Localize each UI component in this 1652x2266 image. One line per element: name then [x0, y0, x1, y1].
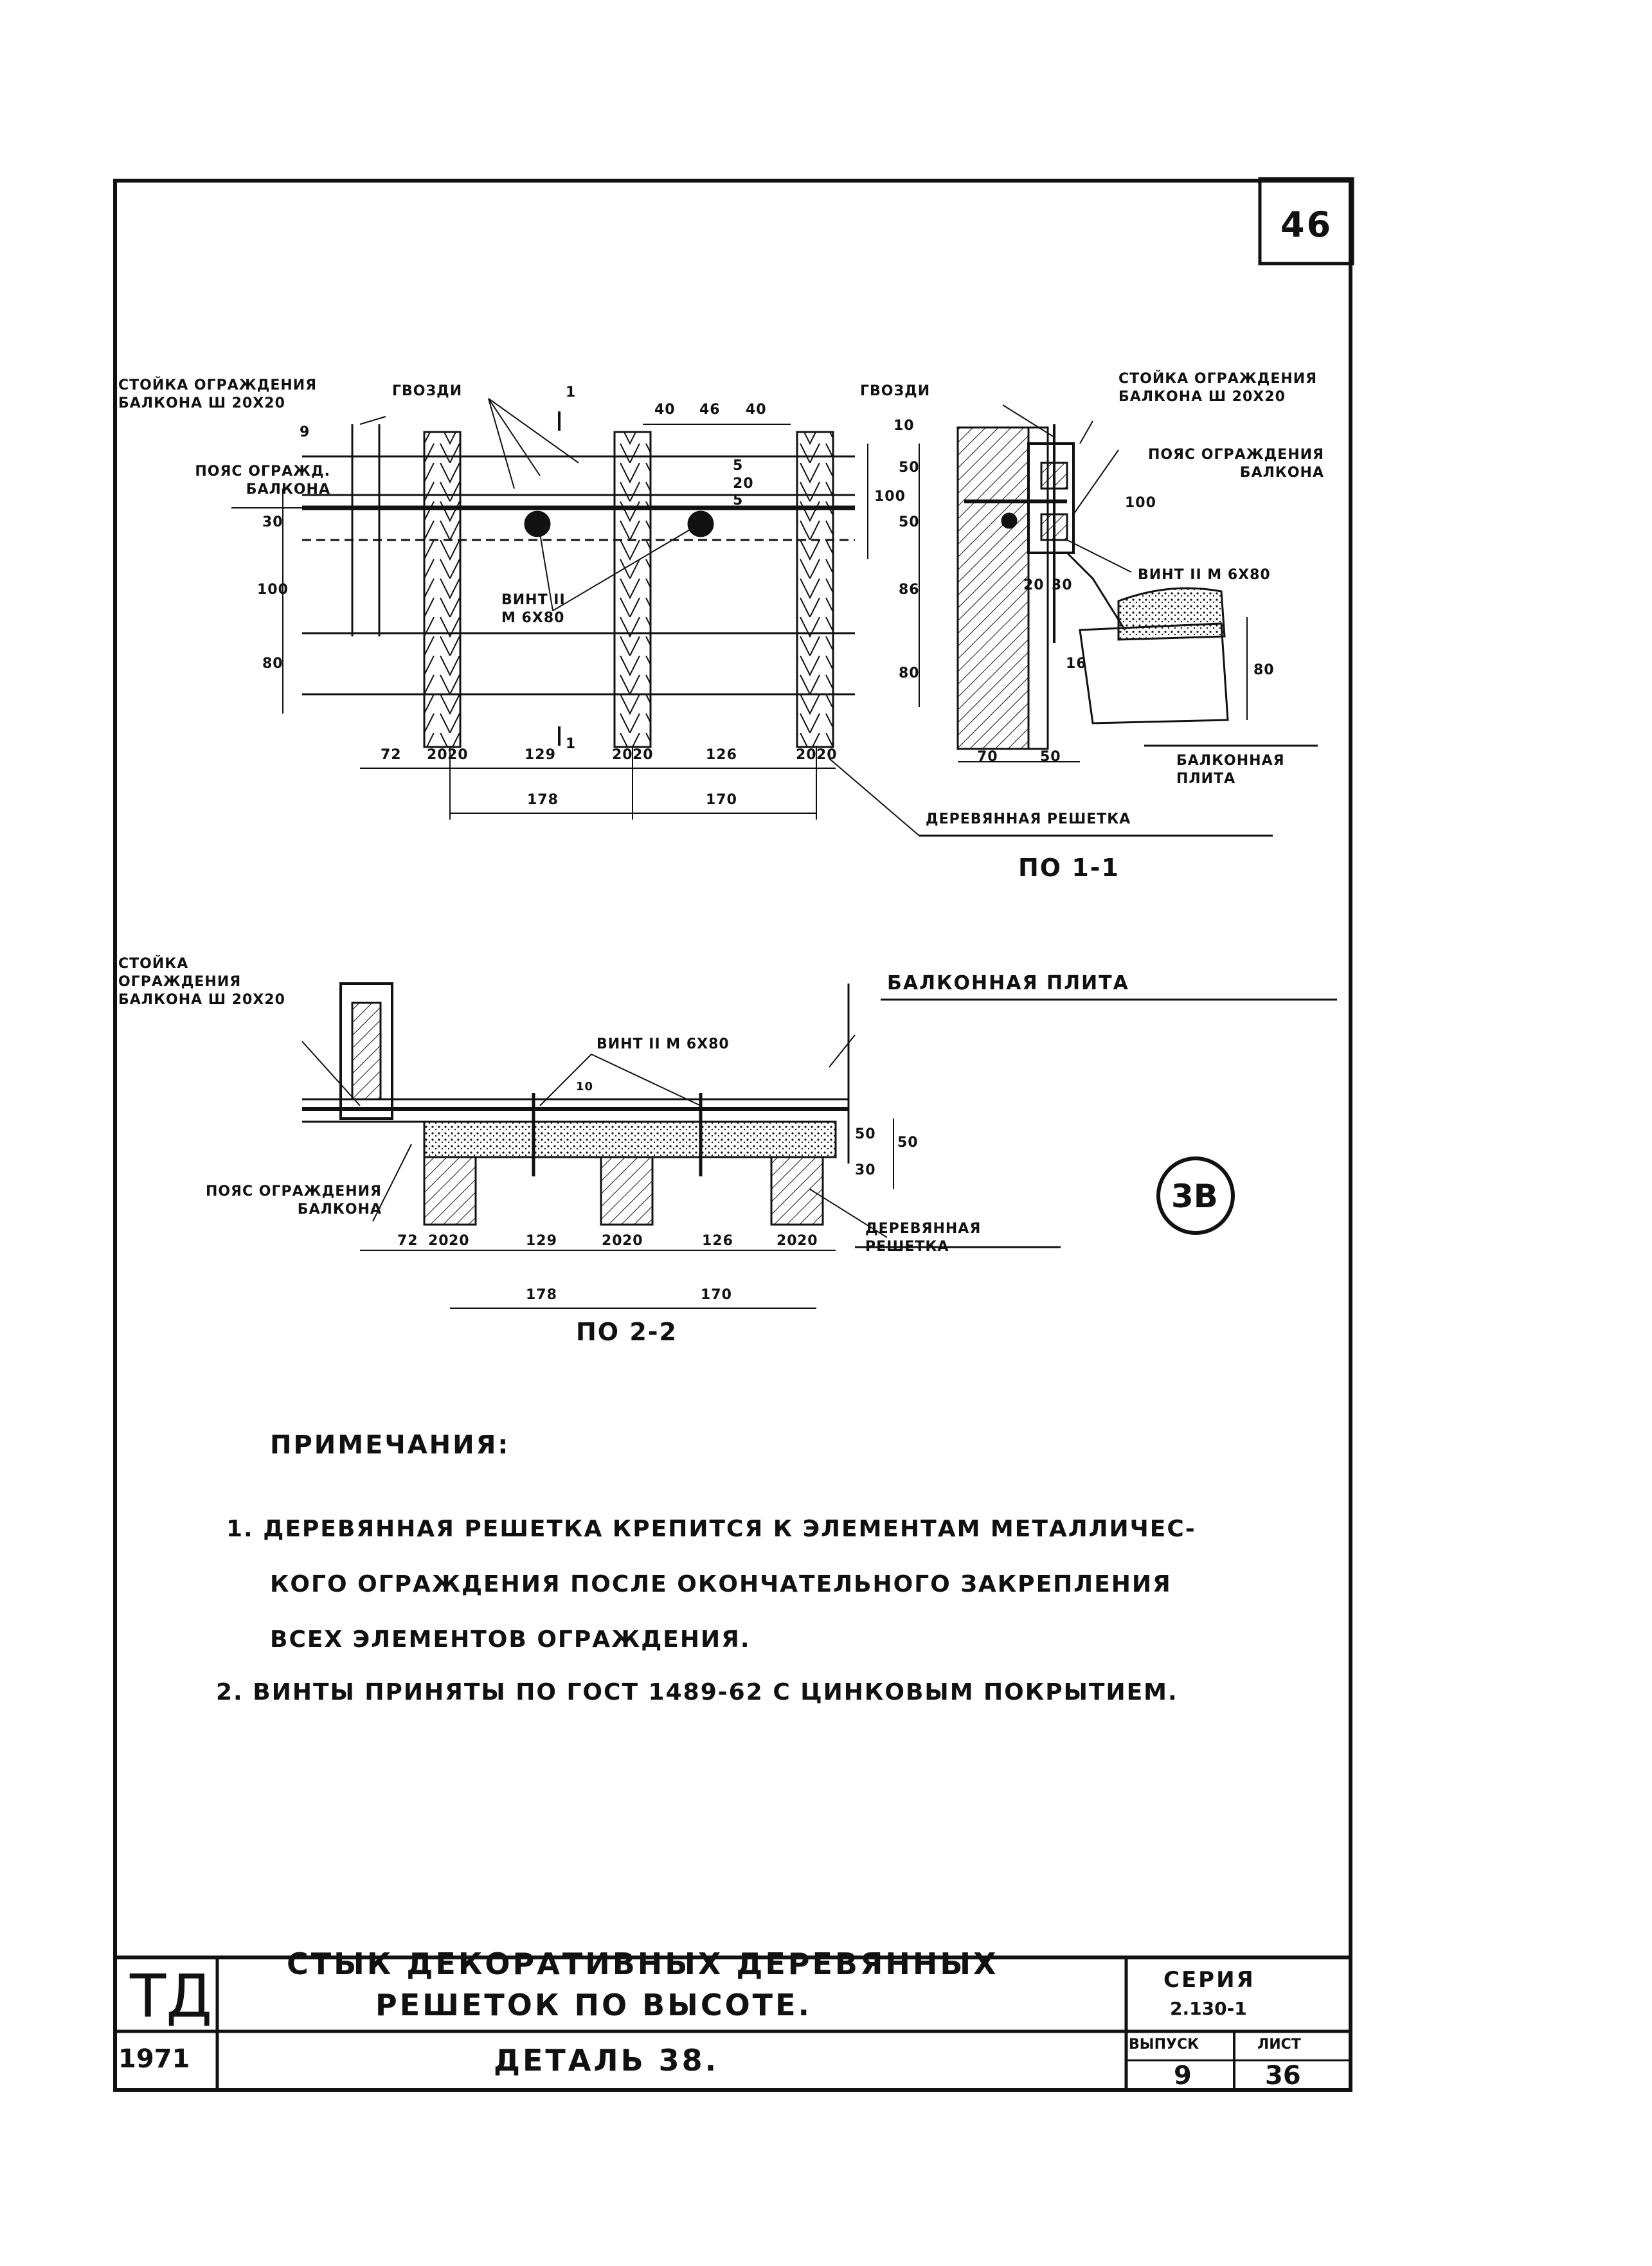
dim-right-view-80: 80: [1253, 662, 1275, 678]
corner-number-box: [1258, 177, 1354, 265]
dim-inner-20: 20: [1023, 577, 1045, 593]
dim-lower-170: 170: [701, 1287, 732, 1303]
dim-lower-20c: 20: [602, 1233, 623, 1249]
sheet-value: 36: [1265, 2061, 1301, 2091]
dim-bottom-72: 72: [381, 747, 402, 763]
note-1-line-3: ВСЕХ ЭЛЕМЕНТОВ ОГРАЖДЕНИЯ.: [270, 1626, 751, 1653]
label-railing-belt-lower: ПОЯС ОГРАЖДЕНИЯ БАЛКОНА: [205, 1183, 382, 1218]
label-balcony-post: СТОЙКА ОГРАЖДЕНИЯ БАЛКОНА ш 20х20: [118, 377, 318, 411]
drawing-frame: [113, 179, 1352, 2092]
dim-bottom-20d: 20: [633, 747, 654, 763]
detail-name: ДЕТАЛЬ 38.: [494, 2043, 719, 2078]
dim-lower-20f: 20: [797, 1233, 818, 1249]
dim-bottom-170: 170: [706, 792, 737, 808]
upper-right-section: [829, 404, 1318, 837]
dim-bottom-20c: 20: [612, 747, 633, 763]
series-value: 2.130-1: [1170, 1998, 1247, 2019]
series-label: СЕРИЯ: [1163, 1967, 1255, 1993]
label-wooden-grid-lower: ДЕРЕВЯННАЯ РЕШЕТКА: [865, 1221, 982, 1255]
label-nails-right: ГВОЗДИ: [860, 383, 931, 399]
dim-right-2: 20: [733, 476, 754, 492]
title-block: [113, 1956, 1352, 2092]
dim-lower-20b: 20: [449, 1233, 470, 1249]
dim-right-view-100: 100: [1125, 495, 1156, 511]
org-mark: ТД: [130, 1962, 213, 2031]
dim-right-view-3: 86: [899, 582, 920, 598]
dim-lower-right-2: 50: [897, 1135, 919, 1151]
caption-section-1-1: ПО 1-1: [1018, 854, 1120, 882]
dim-lower-20d: 20: [622, 1233, 643, 1249]
label-balcony-post-right: СТОЙКА ОГРАЖДЕНИЯ БАЛКОНА ш 20х20: [1118, 371, 1318, 405]
dim-lower-10: 10: [576, 1080, 594, 1093]
dim-inner-30: 30: [1052, 577, 1073, 593]
label-balcony-slab-right: БАЛКОННАЯ ПЛИТА: [1176, 753, 1285, 787]
label-nails: ГВОЗДИ: [392, 383, 463, 399]
dim-right-4: 100: [874, 489, 906, 505]
dim-bottom-20b: 20: [447, 747, 469, 763]
dim-left-4: 80: [262, 656, 283, 672]
caption-section-2-2: ПО 2-2: [576, 1318, 678, 1346]
dim-left-2: 30: [262, 514, 283, 530]
lower-plan-section: [301, 982, 1337, 1309]
title-line-1: СТЫК ДЕКОРАТИВНЫХ ДЕРЕВЯННЫХ: [287, 1947, 999, 1981]
dim-bottom-70: 70: [977, 749, 998, 765]
label-balcony-post-lower: СТОЙКА ОГРАЖДЕНИЯ БАЛКОНА ш 20х20: [118, 956, 285, 1008]
label-screw: ВИНТ ІІ М 6х80: [501, 592, 566, 626]
dim-left-1: 9: [300, 424, 310, 440]
dim-right-view-1: 50: [899, 460, 920, 476]
dim-lower-20e: 20: [777, 1233, 798, 1249]
dim-top-10: 10: [893, 418, 915, 434]
notes-title: ПРИМЕЧАНИЯ:: [270, 1430, 510, 1460]
dim-lower-129: 129: [526, 1233, 557, 1249]
label-balcony-slab-lower: БАЛКОННАЯ ПЛИТА: [887, 972, 1129, 994]
dim-right-view-16: 16: [1066, 656, 1087, 672]
note-1-line-1: 1. ДЕРЕВЯННАЯ РЕШЕТКА КРЕПИТСЯ К ЭЛЕМЕНТ…: [226, 1516, 1196, 1542]
dim-bottom-20f: 20: [816, 747, 838, 763]
dim-left-3: 100: [257, 582, 289, 598]
label-railing-belt-right: ПОЯС ОГРАЖДЕНИЯ БАЛКОНА: [1147, 447, 1324, 481]
dim-bottom-20e: 20: [796, 747, 817, 763]
year: 1971: [118, 2044, 190, 2074]
dim-bottom-129: 129: [525, 747, 556, 763]
note-2: 2. ВИНТЫ ПРИНЯТЫ ПО ГОСТ 1489-62 С ЦИНКО…: [216, 1679, 1178, 1705]
issue-value: 9: [1174, 2061, 1192, 2091]
dim-bottom-50: 50: [1040, 749, 1061, 765]
note-1-line-2: КОГО ОГРАЖДЕНИЯ ПОСЛЕ ОКОНЧАТЕЛЬНОГО ЗАК…: [270, 1571, 1172, 1597]
dim-lower-126: 126: [702, 1233, 733, 1249]
label-wooden-grid-right: ДЕРЕВЯННАЯ РЕШЕТКА: [926, 811, 1131, 827]
label-railing-belt: ПОЯС ОГРАЖД. БАЛКОНА: [195, 463, 330, 498]
label-screw-lower: ВИНТ ІІ М 6х80: [597, 1036, 730, 1052]
dim-right-view-2: 50: [899, 514, 920, 530]
dim-lower-right-3: 30: [855, 1162, 876, 1178]
dim-right-3: 5: [733, 492, 744, 508]
dim-lower-178: 178: [526, 1287, 557, 1303]
dim-top-1: 40: [654, 402, 676, 418]
upper-left-elevation: [231, 398, 868, 820]
dim-bottom-20a: 20: [427, 747, 448, 763]
issue-label: ВЫПУСК: [1129, 2037, 1199, 2053]
dim-bottom-178: 178: [527, 792, 559, 808]
sheet-label: ЛИСТ: [1257, 2037, 1301, 2053]
section-mark-bottom: 1: [566, 736, 577, 752]
dim-lower-right-1: 50: [855, 1126, 876, 1142]
dim-top-3: 40: [746, 402, 767, 418]
dim-lower-72: 72: [397, 1233, 418, 1249]
dim-bottom-126: 126: [706, 747, 737, 763]
sheet-corner-number: 46: [1280, 204, 1333, 245]
detail-mark: 3В: [1171, 1178, 1218, 1215]
dim-lower-20a: 20: [428, 1233, 449, 1249]
dim-top-2: 46: [699, 402, 721, 418]
label-screw-right: ВИНТ ІІ М 6х80: [1138, 567, 1271, 583]
title-line-2: РЕШЕТОК ПО ВЫСОТЕ.: [375, 1988, 812, 2022]
dim-right-view-4: 80: [899, 665, 920, 681]
section-mark-top: 1: [566, 384, 577, 400]
dim-right-1: 5: [733, 458, 744, 474]
